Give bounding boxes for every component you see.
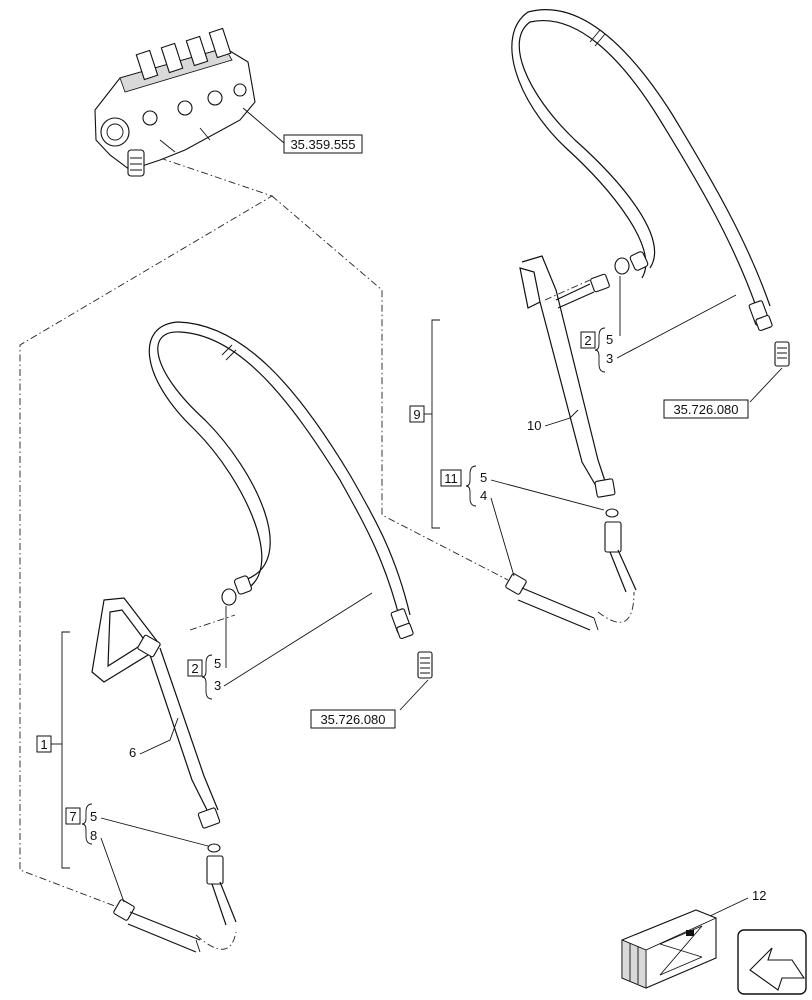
callout-2a: 2 bbox=[191, 661, 198, 676]
ref-valve: 35.359.555 bbox=[290, 137, 355, 152]
callout-5d: 5 bbox=[480, 470, 487, 485]
callout-box-7 bbox=[65, 807, 81, 825]
leader-8 bbox=[100, 837, 125, 903]
callout-5c: 5 bbox=[606, 332, 613, 347]
ref-box-fitting-left bbox=[310, 709, 396, 729]
callout-6: 6 bbox=[129, 745, 136, 760]
leader-6 bbox=[139, 717, 179, 755]
callout-7: 7 bbox=[69, 809, 76, 824]
callout-1: 1 bbox=[40, 737, 47, 752]
leader-valve bbox=[242, 107, 285, 144]
callout-8: 8 bbox=[90, 828, 97, 843]
callout-10: 10 bbox=[527, 418, 541, 433]
control-valve-assembly bbox=[94, 27, 256, 177]
leader-10 bbox=[544, 409, 579, 427]
leader-3a bbox=[223, 592, 373, 687]
callout-9: 9 bbox=[413, 407, 420, 422]
bracket-2a bbox=[201, 654, 213, 700]
callout-4: 4 bbox=[480, 488, 487, 503]
callout-11: 11 bbox=[444, 471, 458, 486]
bracket-1 bbox=[61, 631, 70, 869]
callout-box-2b bbox=[580, 331, 596, 349]
right-hose-assembly bbox=[505, 9, 790, 631]
bracket-11 bbox=[465, 465, 477, 507]
callout-2b: 2 bbox=[584, 333, 591, 348]
ref-box-fitting-right bbox=[663, 399, 749, 419]
callout-3a: 3 bbox=[214, 678, 221, 693]
kit-crate-icon bbox=[621, 909, 717, 989]
navigation-arrow-icon[interactable] bbox=[737, 929, 807, 995]
connection-lines bbox=[19, 157, 635, 950]
callout-5a: 5 bbox=[214, 656, 221, 671]
leader-fitting-left bbox=[399, 679, 429, 711]
leader-5d bbox=[490, 479, 605, 511]
leader-5b bbox=[100, 817, 209, 847]
callout-5b: 5 bbox=[90, 809, 97, 824]
callout-box-2a bbox=[187, 659, 203, 677]
callout-box-11 bbox=[440, 469, 462, 487]
callout-12: 12 bbox=[752, 888, 766, 903]
ref-fitting-left: 35.726.080 bbox=[320, 712, 385, 727]
leader-4 bbox=[490, 497, 515, 577]
callout-3b: 3 bbox=[606, 351, 613, 366]
leader-12 bbox=[709, 897, 749, 917]
ref-fitting-right: 35.726.080 bbox=[673, 402, 738, 417]
bracket-2b bbox=[594, 327, 606, 373]
left-hose-assembly bbox=[91, 321, 433, 953]
leader-3b bbox=[616, 294, 737, 359]
bracket-9 bbox=[431, 319, 440, 529]
ref-box-valve bbox=[283, 134, 363, 154]
bracket-7 bbox=[81, 803, 93, 845]
leader-fitting-right bbox=[749, 367, 783, 403]
